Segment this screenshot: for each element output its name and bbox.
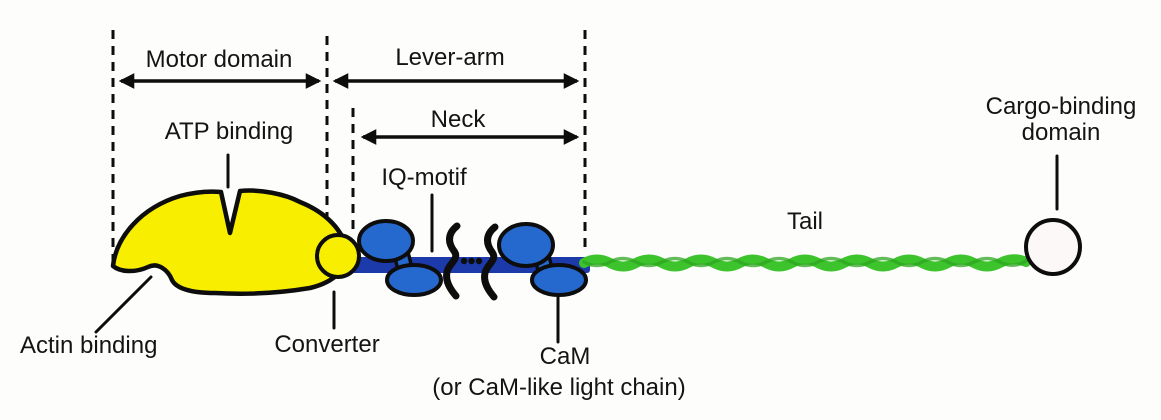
cargo-domain-shape bbox=[1024, 218, 1082, 276]
actin-binding-pointer bbox=[94, 275, 153, 334]
cam2-upper-lobe bbox=[497, 222, 555, 268]
cargo-binding-label-line1: Cargo-binding bbox=[985, 93, 1137, 120]
cam2-group bbox=[497, 222, 588, 297]
boundary-lines-group bbox=[111, 30, 587, 268]
cam-alt-label: (or CaM-like light chain) bbox=[432, 374, 686, 401]
lever-arm-label: Lever-arm bbox=[395, 44, 505, 71]
pointer-lines-group bbox=[94, 153, 1059, 344]
actin-binding-label: Actin binding bbox=[20, 332, 158, 359]
motor-domain-label: Motor domain bbox=[145, 46, 293, 73]
break-dot bbox=[460, 257, 468, 265]
iq-motif-label: IQ-motif bbox=[381, 164, 467, 191]
region-arrows-group bbox=[118, 73, 580, 145]
cam1-lower-lobe bbox=[385, 263, 443, 297]
break-dot bbox=[475, 257, 483, 265]
tail-label: Tail bbox=[786, 208, 824, 235]
cam-label: CaM bbox=[539, 343, 591, 370]
converter-shape bbox=[315, 233, 361, 279]
neck-label: Neck bbox=[430, 106, 486, 133]
converter-label: Converter bbox=[274, 331, 380, 358]
cam2-lower-lobe bbox=[530, 263, 588, 297]
atp-binding-label: ATP binding bbox=[164, 118, 294, 145]
break-dot bbox=[468, 257, 475, 265]
cam1-upper-lobe bbox=[357, 219, 415, 263]
break-squiggle-left bbox=[443, 222, 461, 300]
break-marks-group bbox=[443, 222, 499, 301]
cargo-binding-label: Cargo-binding domain bbox=[986, 94, 1137, 146]
cargo-binding-label-line2: domain bbox=[1021, 118, 1101, 146]
break-dots-group bbox=[460, 257, 483, 265]
cam1-group bbox=[357, 219, 443, 297]
tail-wavy-texture bbox=[582, 256, 1028, 268]
break-squiggle-right bbox=[481, 223, 499, 301]
